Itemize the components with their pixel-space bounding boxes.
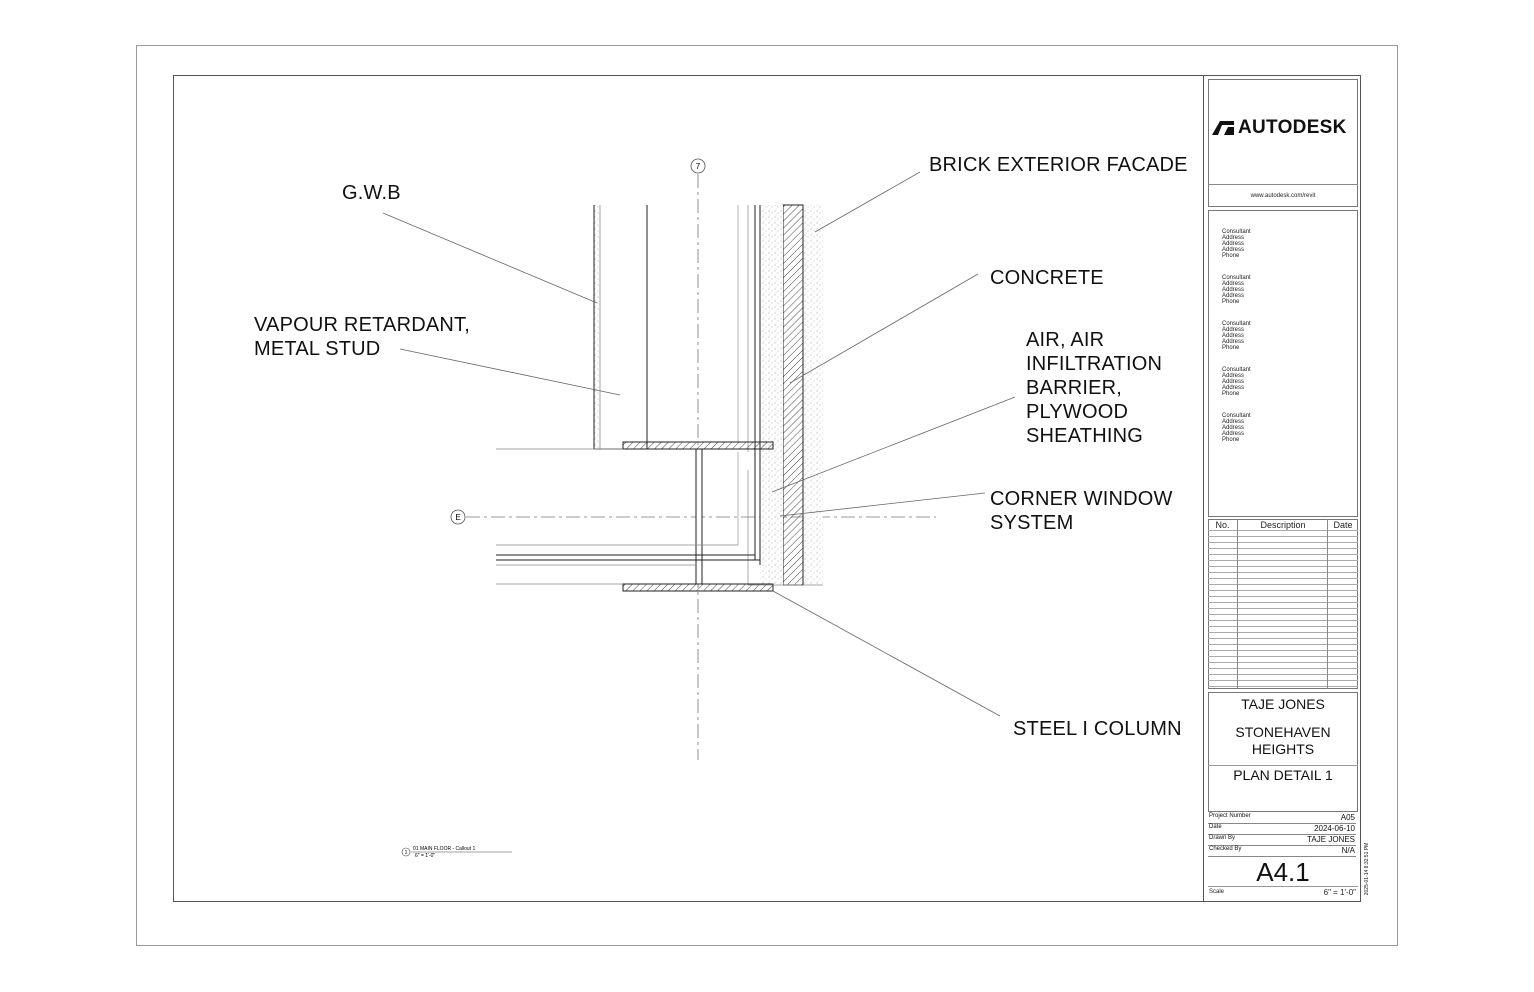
revision-row-line <box>1208 668 1358 669</box>
consultant-line: Address <box>1222 281 1245 287</box>
rev-header-no: No. <box>1215 520 1230 530</box>
revision-row-line <box>1208 656 1358 657</box>
consultant-line: Phone <box>1222 391 1240 397</box>
rev-header-date: Date <box>1333 520 1353 530</box>
consultant-line: Address <box>1222 241 1245 247</box>
autodesk-logo: AUTODESK <box>1212 116 1356 140</box>
label-vapour-retardant: VAPOUR RETARDANT, METAL STUD <box>254 314 471 360</box>
scale-value: 6" = 1'-0" <box>1323 888 1356 897</box>
revisions-table <box>1208 519 1358 689</box>
revision-column-line <box>1237 519 1238 689</box>
consultant-line: Phone <box>1222 437 1240 443</box>
consultant-line: Address <box>1222 419 1245 425</box>
view-title: 1 01 MAIN FLOOR - Callout 1 6" = 1'-0" <box>401 846 512 859</box>
designer-panel <box>1208 692 1358 812</box>
sheet-name: PLAN DETAIL 1 <box>1233 767 1333 783</box>
revision-row-line <box>1208 542 1358 543</box>
revision-row-line <box>1208 596 1358 597</box>
consultant-line: Address <box>1222 379 1245 385</box>
label-brick-facade: BRICK EXTERIOR FACADE <box>929 154 1188 176</box>
concrete-layer <box>782 204 804 586</box>
svg-text:6" = 1'-0": 6" = 1'-0" <box>415 853 435 859</box>
revision-row-line <box>1208 662 1358 663</box>
sheet-border <box>136 45 1398 946</box>
print-stamp: 2025-01-14 8:32:51 PM <box>1364 842 1370 896</box>
revision-row-line <box>1208 566 1358 567</box>
grid-line-e: E <box>450 509 936 525</box>
consultant-line: Consultant <box>1222 321 1251 327</box>
revision-row-line <box>1208 530 1358 531</box>
consultant-line: Address <box>1222 431 1245 437</box>
corner-window-lines <box>496 448 823 586</box>
label-steel-column: STEEL I COLUMN <box>1013 718 1182 740</box>
leader-lines <box>382 171 1016 717</box>
consultants-panel <box>1208 210 1358 517</box>
revision-row-line <box>1208 632 1358 633</box>
consultant-line: Consultant <box>1222 367 1251 373</box>
revision-row-line <box>1208 572 1358 573</box>
consultant-line: Address <box>1222 385 1245 391</box>
consultant-line: Address <box>1222 247 1245 253</box>
consultant-line: Address <box>1222 287 1245 293</box>
grid-bubble-e: E <box>455 513 460 522</box>
consultant-line: Address <box>1222 333 1245 339</box>
revision-row-line <box>1208 644 1358 645</box>
label-corner-window: CORNER WINDOW SYSTEM <box>990 488 1173 534</box>
revision-row-line <box>1208 536 1358 537</box>
consultant-line: Consultant <box>1222 275 1251 281</box>
label-air-barrier: AIR, AIR INFILTRATION BARRIER, PLYWOOD S… <box>1026 329 1163 447</box>
title-block <box>1203 75 1361 902</box>
revision-row-line <box>1208 680 1358 681</box>
revision-row-line <box>1208 548 1358 549</box>
revision-row-line <box>1208 620 1358 621</box>
sheet-number: A4.1 <box>1256 857 1310 887</box>
revision-row-line <box>1208 650 1358 651</box>
consultant-line: Address <box>1222 373 1245 379</box>
revision-row-line <box>1208 626 1358 627</box>
designer-name: TAJE JONES <box>1241 696 1325 712</box>
steel-i-column <box>622 441 774 592</box>
interior-wall <box>593 205 648 450</box>
revision-row-line <box>1208 602 1358 603</box>
revision-row-line <box>1208 590 1358 591</box>
consultant-line: Address <box>1222 235 1245 241</box>
consultant-line: Phone <box>1222 253 1240 259</box>
label-gwb: G.W.B <box>342 182 401 204</box>
logo-panel <box>1208 79 1358 207</box>
svg-text:1: 1 <box>405 850 408 856</box>
consultant-line: Address <box>1222 327 1245 333</box>
consultant-line: Address <box>1222 293 1245 299</box>
scale-label: Scale <box>1209 889 1225 895</box>
consultant-line: Consultant <box>1222 229 1251 235</box>
revision-row-line <box>1208 560 1358 561</box>
revision-column-line <box>1327 519 1328 689</box>
project-name: STONEHAVEN HEIGHTS <box>1235 724 1331 757</box>
revision-row-line <box>1208 674 1358 675</box>
consultant-line: Address <box>1222 425 1245 431</box>
revision-row-line <box>1208 608 1358 609</box>
revision-row-line <box>1208 686 1358 687</box>
air-barrier-layer <box>760 205 783 585</box>
grid-bubble-7: 7 <box>696 162 701 171</box>
consultant-line: Consultant <box>1222 413 1251 419</box>
revision-row-line <box>1208 578 1358 579</box>
revision-row-line <box>1208 614 1358 615</box>
svg-text:01 MAIN FLOOR - Callout 1: 01 MAIN FLOOR - Callout 1 <box>413 846 475 852</box>
consultant-line: Phone <box>1222 345 1240 351</box>
label-concrete: CONCRETE <box>990 267 1104 289</box>
revision-row-line <box>1208 584 1358 585</box>
website-link: www.autodesk.com/revit <box>1250 193 1316 199</box>
revision-row-line <box>1208 554 1358 555</box>
autodesk-logo-mark-icon <box>1212 121 1234 135</box>
brick-facade <box>803 205 823 585</box>
rev-header-description: Description <box>1260 520 1306 530</box>
consultant-line: Phone <box>1222 299 1240 305</box>
revision-row-line <box>1208 638 1358 639</box>
consultant-line: Address <box>1222 339 1245 345</box>
